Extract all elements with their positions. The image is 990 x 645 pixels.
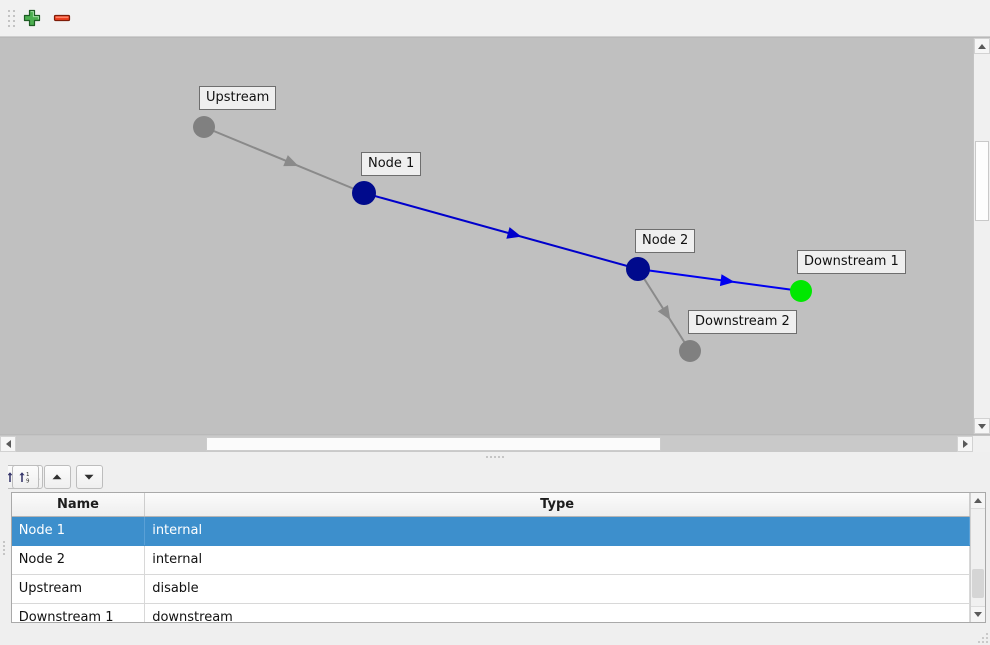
cell-name[interactable]: Node 1 — [11, 516, 146, 546]
nodes-pane: 1 9 — [8, 461, 990, 623]
minus-icon — [53, 14, 71, 22]
triangle-down-icon — [978, 423, 986, 429]
scroll-down-arrow[interactable] — [974, 418, 990, 434]
graph-node-upstream[interactable] — [193, 116, 215, 138]
column-header[interactable]: Type — [144, 493, 971, 517]
cell-type[interactable]: internal — [144, 516, 971, 546]
scrollbar-corner — [973, 436, 990, 452]
cell-name[interactable]: Node 2 — [11, 545, 146, 575]
graph-node-node2[interactable] — [626, 257, 650, 281]
arrow-down-icon — [84, 474, 94, 480]
scroll-right-arrow[interactable] — [957, 436, 973, 452]
nodes-scroll-track[interactable] — [971, 509, 985, 606]
cell-name[interactable]: Downstream 1 — [11, 603, 146, 622]
sort-icon: 1 9 — [19, 472, 30, 484]
node-label-node2[interactable]: Node 2 — [635, 229, 696, 253]
canvas-hscroll-track[interactable] — [16, 436, 957, 452]
nodes-toolbar: 1 9 — [8, 461, 990, 492]
main-toolbar — [0, 0, 990, 37]
graph-edge-upstream-node1[interactable] — [203, 126, 365, 194]
graph-node-downstream1[interactable] — [790, 280, 812, 302]
edge-arrowhead-node1-node2 — [506, 227, 522, 239]
nodes-move-down-button[interactable] — [75, 464, 103, 489]
plus-icon — [23, 9, 41, 27]
remove-node-button[interactable] — [47, 4, 77, 32]
node-label-downstream2[interactable]: Downstream 2 — [688, 310, 797, 334]
canvas-horizontal-scrollbar[interactable] — [0, 435, 990, 452]
node-label-upstream[interactable]: Upstream — [199, 86, 277, 110]
bottom-panes: 1 9 — [0, 461, 990, 623]
nodes-move-up-button[interactable] — [43, 464, 71, 489]
edge-arrowhead-node2-downstream2 — [657, 304, 671, 321]
cell-name[interactable]: Upstream — [11, 574, 146, 604]
graph-edges-layer — [193, 116, 812, 362]
horizontal-splitter[interactable] — [0, 452, 990, 461]
cell-type[interactable]: internal — [144, 545, 971, 575]
nodes-sort-button[interactable]: 1 9 — [11, 464, 39, 489]
add-node-button[interactable] — [17, 4, 47, 32]
triangle-up-icon — [978, 43, 986, 49]
scroll-up-arrow[interactable] — [974, 38, 990, 54]
canvas-vertical-scrollbar[interactable] — [973, 38, 990, 434]
nodes-scroll-thumb[interactable] — [972, 569, 985, 599]
nodes-table-vertical-scrollbar[interactable] — [970, 493, 986, 622]
graph-edge-node1-node2[interactable] — [363, 192, 639, 270]
edge-arrowhead-upstream-node1 — [283, 155, 299, 167]
arrow-up-icon — [52, 473, 62, 479]
canvas-vscroll-track[interactable] — [974, 54, 990, 418]
nodes-scroll-down-arrow[interactable] — [971, 606, 986, 622]
canvas-vscroll-thumb[interactable] — [975, 141, 989, 222]
column-header[interactable]: Name — [11, 493, 146, 517]
toolbar-drag-grip[interactable] — [3, 7, 14, 29]
triangle-right-icon — [962, 440, 968, 448]
scroll-left-arrow[interactable] — [0, 436, 16, 452]
nodes-scroll-up-arrow[interactable] — [971, 493, 986, 509]
triangle-down-icon — [974, 612, 983, 617]
edge-arrowhead-node2-downstream1 — [719, 274, 735, 287]
window-resize-grip[interactable] — [976, 631, 988, 643]
cell-type[interactable]: downstream — [144, 603, 971, 622]
vertical-splitter[interactable] — [0, 461, 8, 623]
triangle-left-icon — [5, 440, 11, 448]
graph-node-downstream2[interactable] — [679, 340, 701, 362]
status-bar — [0, 623, 990, 645]
graph-edge-node2-downstream1[interactable] — [637, 268, 802, 292]
graph-node-node1[interactable] — [352, 181, 376, 205]
node-label-node1[interactable]: Node 1 — [361, 152, 422, 176]
svg-text:1: 1 — [26, 472, 30, 478]
canvas-hscroll-thumb[interactable] — [206, 437, 661, 451]
svg-text:9: 9 — [26, 478, 30, 484]
node-label-downstream1[interactable]: Downstream 1 — [797, 250, 906, 274]
cell-type[interactable]: disable — [144, 574, 971, 604]
triangle-up-icon — [974, 498, 983, 503]
